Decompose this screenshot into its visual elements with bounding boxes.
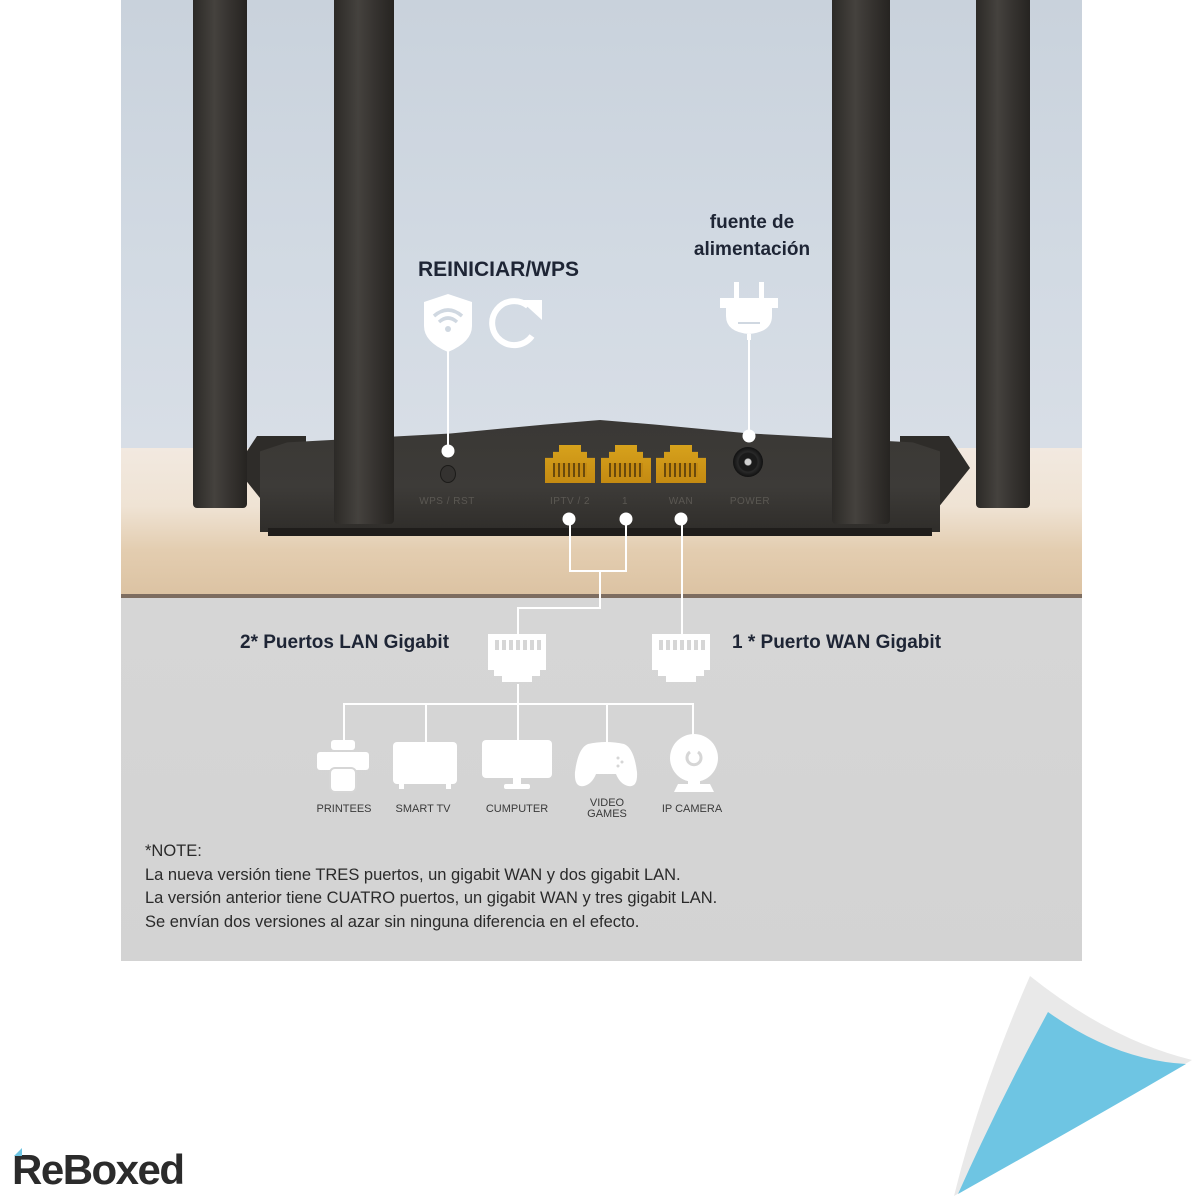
lan-horizontal-line [517, 607, 601, 609]
rj45-lan-icon [488, 634, 546, 682]
wan-port-heading: 1 * Puerto WAN Gigabit [732, 632, 942, 653]
power-jack [733, 447, 763, 477]
antenna-outer-left [193, 0, 247, 508]
lower-diagram-area [121, 598, 1082, 961]
note-line-2: La versión anterior tiene CUATRO puertos… [145, 889, 718, 907]
wps-reset-button[interactable] [440, 465, 456, 483]
antenna-inner-right [832, 0, 890, 524]
power-heading-line1: fuente de [709, 212, 795, 233]
table-edge [121, 594, 1082, 598]
printer-icon [317, 740, 369, 793]
device-label-printer: PRINTEES [316, 803, 372, 815]
label-wps-rst: WPS / RST [419, 496, 475, 507]
computer-branch [517, 703, 519, 743]
camera-branch [692, 703, 694, 743]
label-iptv2: IPTV / 2 [549, 496, 591, 507]
games-branch [606, 703, 608, 743]
lan-to-rj45-line [517, 607, 519, 637]
power-callout-line [748, 340, 750, 435]
rj45-wan-icon [652, 634, 710, 682]
port1-line [625, 519, 627, 571]
printer-branch [343, 703, 345, 743]
device-label-camera: IP CAMERA [661, 803, 723, 815]
webcam-icon [670, 734, 718, 792]
logo-accent-corner [14, 1148, 22, 1156]
device-label-games-line1: VIDEO [589, 797, 625, 809]
version-note: *NOTE: La nueva versión tiene TRES puert… [145, 840, 717, 934]
reboxed-logo: ReBoxed [12, 1146, 185, 1193]
reset-wps-heading: REINICIAR/WPS [418, 258, 580, 281]
power-callout-dot [742, 429, 756, 443]
gamepad-icon [574, 742, 638, 787]
power-heading-line2: alimentación [693, 239, 811, 260]
wps-callout-line [447, 348, 449, 450]
label-wan: WAN [668, 496, 694, 507]
power-plug-icon [720, 282, 778, 340]
lan-merge-line [569, 570, 627, 572]
device-label-tv: SMART TV [395, 803, 451, 815]
device-label-computer: CUMPUTER [485, 803, 549, 815]
refresh-icon [489, 298, 542, 349]
antenna-outer-right [976, 0, 1030, 508]
router-base [268, 528, 932, 536]
shield-wifi-icon [424, 294, 472, 352]
tv-branch [425, 703, 427, 743]
label-port-1: 1 [621, 496, 629, 507]
wall-background [121, 0, 1082, 448]
antenna-inner-left [334, 0, 394, 524]
lan-drop-line [599, 570, 601, 608]
wan-line [681, 519, 683, 637]
page-curl-corner-icon [954, 976, 1192, 1196]
monitor-icon [482, 740, 552, 789]
label-power: POWER [729, 496, 771, 507]
note-line-1: La nueva versión tiene TRES puertos, un … [145, 865, 681, 884]
note-title: *NOTE: [145, 842, 202, 860]
iptv2-line [569, 519, 571, 571]
lan-ports-heading: 2* Puertos LAN Gigabit [240, 632, 450, 653]
device-label-games-line2: GAMES [587, 808, 627, 820]
wps-callout-dot [441, 444, 455, 458]
tv-icon [393, 742, 457, 789]
device-trunk-line [517, 684, 519, 704]
note-line-3: Se envían dos versiones al azar sin ning… [145, 912, 640, 931]
